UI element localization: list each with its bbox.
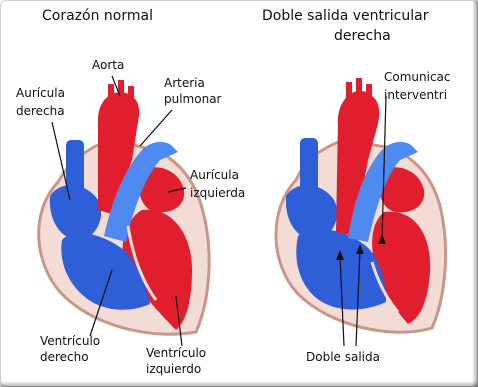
- dorv-title-line1: Doble salida ventricular: [262, 8, 428, 24]
- label-aorta: Aorta: [92, 58, 124, 72]
- label-auricula-izquierda-line1: Aurícula: [190, 168, 239, 182]
- normal-heart: [39, 80, 209, 334]
- label-ventriculo-derecho-line2: derecho: [40, 350, 89, 364]
- label-comunicacion-line2: interventri: [384, 88, 447, 102]
- label-ventriculo-derecho-line1: Ventrículo: [40, 334, 100, 348]
- label-ventriculo-izquierdo-line1: Ventrículo: [146, 346, 206, 360]
- label-auricula-derecha-line1: Aurícula: [16, 86, 65, 100]
- label-ventriculo-izquierdo-line2: izquierdo: [146, 362, 201, 376]
- dorv-heart: [276, 78, 446, 332]
- normal-heart-title: Corazón normal: [42, 8, 153, 24]
- label-auricula-izquierda-line2: izquierda: [190, 186, 245, 200]
- label-comunicacion-line1: Comunicac: [384, 70, 451, 84]
- label-arteria-line1: Arteria: [164, 76, 205, 90]
- dorv-vena-cava: [300, 138, 318, 198]
- normal-vena-cava: [66, 140, 84, 200]
- label-auricula-derecha-line2: derecha: [16, 104, 65, 118]
- dorv-title-line2: derecha: [334, 28, 391, 44]
- label-arteria-line2: pulmonar: [164, 92, 221, 106]
- label-doble-salida: Doble salida: [306, 350, 380, 364]
